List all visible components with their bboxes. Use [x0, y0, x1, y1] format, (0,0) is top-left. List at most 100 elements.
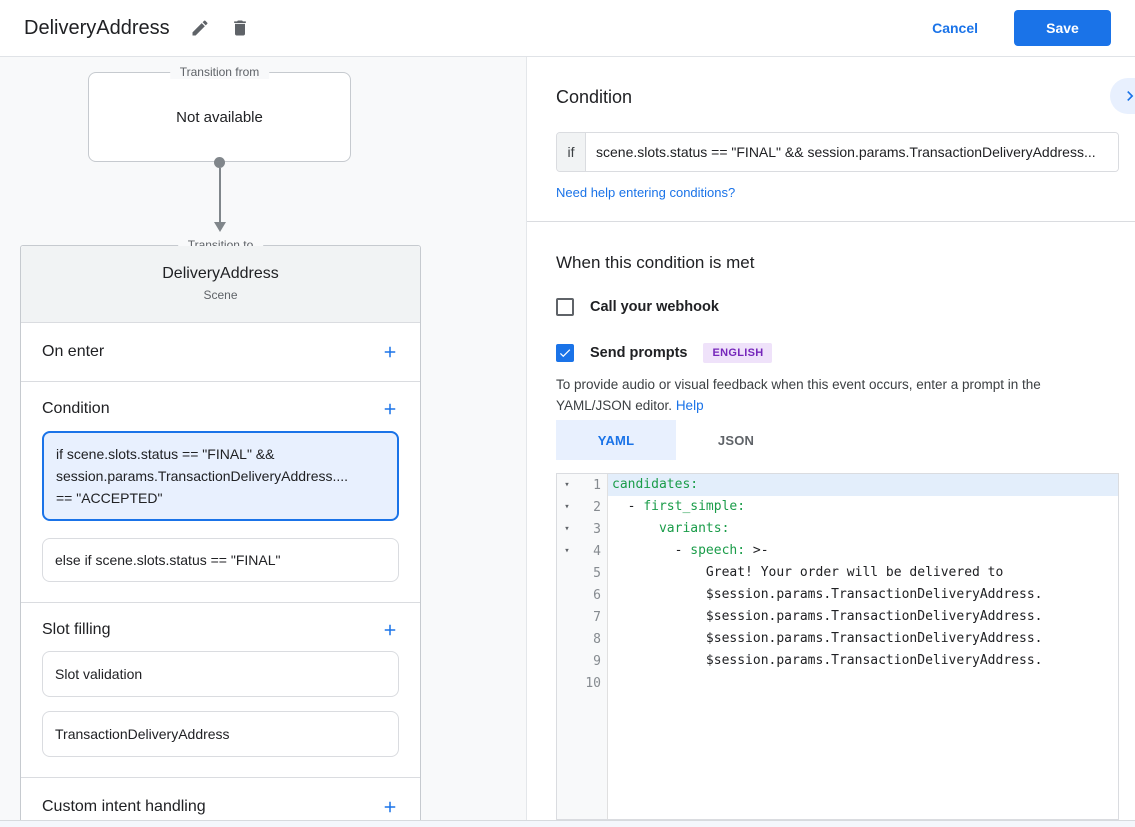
editor-code[interactable]: candidates: - first_simple: variants: - …: [608, 474, 1118, 819]
code-line[interactable]: variants:: [608, 518, 1118, 540]
condition-expression-input[interactable]: [586, 133, 1118, 171]
transition-from-value: Not available: [176, 108, 263, 126]
code-line[interactable]: candidates:: [608, 474, 1118, 496]
send-prompts-label: Send prompts: [590, 345, 688, 361]
connector-line: [218, 168, 221, 222]
condition-panel-heading: Condition: [556, 87, 633, 107]
condition-card-selected[interactable]: if scene.slots.status == "FINAL" && sess…: [42, 431, 399, 521]
webhook-checkbox-row: Call your webhook: [556, 298, 1119, 316]
cancel-button[interactable]: Cancel: [932, 20, 978, 36]
plus-icon[interactable]: [381, 798, 399, 816]
bottom-scrollbar-strip[interactable]: [0, 820, 1135, 827]
code-line[interactable]: - first_simple:: [608, 496, 1118, 518]
save-button[interactable]: Save: [1014, 10, 1111, 46]
scene-graph-pane: Transition from Not available Transition…: [0, 57, 527, 820]
connector-dot-icon: [214, 157, 225, 168]
scene-name: DeliveryAddress: [162, 265, 279, 282]
gutter-row: 5: [557, 562, 607, 584]
code-line[interactable]: $session.params.TransactionDeliveryAddre…: [608, 584, 1118, 606]
page-title: DeliveryAddress: [24, 16, 170, 39]
gutter-row: 9: [557, 650, 607, 672]
line-number: 4: [593, 543, 601, 559]
slot-card[interactable]: TransactionDeliveryAddress: [42, 711, 399, 757]
webhook-checkbox[interactable]: [556, 298, 574, 316]
condition-met-section: When this condition is met Call your web…: [527, 222, 1135, 820]
send-prompts-checkbox-row: Send prompts ENGLISH: [556, 343, 1119, 363]
triangle-down-icon[interactable]: ▾: [564, 546, 570, 556]
code-line[interactable]: $session.params.TransactionDeliveryAddre…: [608, 650, 1118, 672]
pencil-icon: [192, 20, 208, 36]
line-number: 2: [593, 499, 601, 515]
transition-from-legend: Transition from: [169, 65, 270, 79]
transition-from-box: Transition from Not available: [88, 65, 351, 162]
chevron-right-icon: [1127, 91, 1134, 101]
slot-filling-section: Slot filling Slot validation Transaction…: [21, 603, 420, 778]
delete-scene-button[interactable]: [230, 18, 250, 38]
code-token-plain: -: [612, 543, 691, 558]
code-token-key: first_simple:: [643, 499, 746, 514]
code-line[interactable]: - speech: >-: [608, 540, 1118, 562]
condition-expression-section: Condition if Need help entering conditio…: [527, 57, 1135, 222]
code-line[interactable]: $session.params.TransactionDeliveryAddre…: [608, 606, 1118, 628]
plus-icon[interactable]: [381, 400, 399, 418]
top-toolbar: DeliveryAddress Cancel Save: [0, 0, 1135, 57]
code-token-plain: Great! Your order will be delivered to: [612, 565, 1004, 580]
slot-filling-label: Slot filling: [42, 621, 111, 638]
gutter-row: 10: [557, 672, 607, 694]
code-token-key: speech:: [690, 543, 746, 558]
code-line[interactable]: [608, 672, 1118, 694]
description-text: To provide audio or visual feedback when…: [556, 377, 1041, 413]
code-line[interactable]: $session.params.TransactionDeliveryAddre…: [608, 628, 1118, 650]
condition-detail-pane: Condition if Need help entering conditio…: [527, 57, 1135, 820]
scene-card: Transition to DeliveryAddress Scene On e…: [20, 238, 421, 820]
if-prefix-label: if: [557, 133, 586, 171]
scene-card-header: DeliveryAddress Scene: [21, 246, 420, 323]
custom-intent-label: Custom intent handling: [42, 798, 206, 815]
transition-connector: [212, 157, 227, 232]
slot-validation-card[interactable]: Slot validation: [42, 651, 399, 697]
edit-title-button[interactable]: [190, 18, 210, 38]
triangle-down-icon[interactable]: ▾: [564, 480, 570, 490]
code-token-plain: $session.params.TransactionDeliveryAddre…: [612, 609, 1043, 624]
line-number: 5: [593, 565, 601, 581]
line-number: 3: [593, 521, 601, 537]
line-number: 10: [585, 675, 601, 691]
code-token-plain: -: [612, 499, 644, 514]
code-token-plain: >-: [745, 543, 769, 558]
condition-help-link[interactable]: Need help entering conditions?: [556, 185, 736, 200]
plus-icon[interactable]: [381, 621, 399, 639]
condition-section-label: Condition: [42, 400, 110, 417]
line-number: 8: [593, 631, 601, 647]
tab-yaml[interactable]: YAML: [556, 420, 676, 460]
arrow-down-icon: [213, 222, 226, 232]
on-enter-section: On enter: [21, 323, 420, 382]
webhook-label: Call your webhook: [590, 299, 719, 315]
gutter-row: ▾4: [557, 540, 607, 562]
language-badge: ENGLISH: [703, 343, 773, 363]
plus-icon[interactable]: [381, 343, 399, 361]
triangle-down-icon[interactable]: ▾: [564, 502, 570, 512]
tab-json[interactable]: JSON: [717, 432, 755, 448]
code-token-plain: [612, 521, 659, 536]
condition-card-else[interactable]: else if scene.slots.status == "FINAL": [42, 538, 399, 582]
line-number: 7: [593, 609, 601, 625]
triangle-down-icon[interactable]: ▾: [564, 524, 570, 534]
send-prompts-checkbox[interactable]: [556, 344, 574, 362]
condition-met-heading: When this condition is met: [556, 253, 755, 272]
code-line[interactable]: Great! Your order will be delivered to: [608, 562, 1118, 584]
collapse-panel-button[interactable]: [1110, 78, 1135, 114]
checkmark-icon: [559, 349, 571, 358]
gutter-row: ▾3: [557, 518, 607, 540]
line-number: 1: [593, 477, 601, 493]
gutter-row: 6: [557, 584, 607, 606]
help-link[interactable]: Help: [675, 398, 704, 413]
on-enter-label: On enter: [42, 343, 105, 360]
custom-intent-section: Custom intent handling: [21, 778, 420, 820]
condition-section: Condition if scene.slots.status == "FINA…: [21, 382, 420, 603]
main-content: Transition from Not available Transition…: [0, 57, 1135, 820]
line-number: 9: [593, 653, 601, 669]
code-token-plain: $session.params.TransactionDeliveryAddre…: [612, 587, 1043, 602]
condition-input-row: if: [556, 132, 1119, 172]
